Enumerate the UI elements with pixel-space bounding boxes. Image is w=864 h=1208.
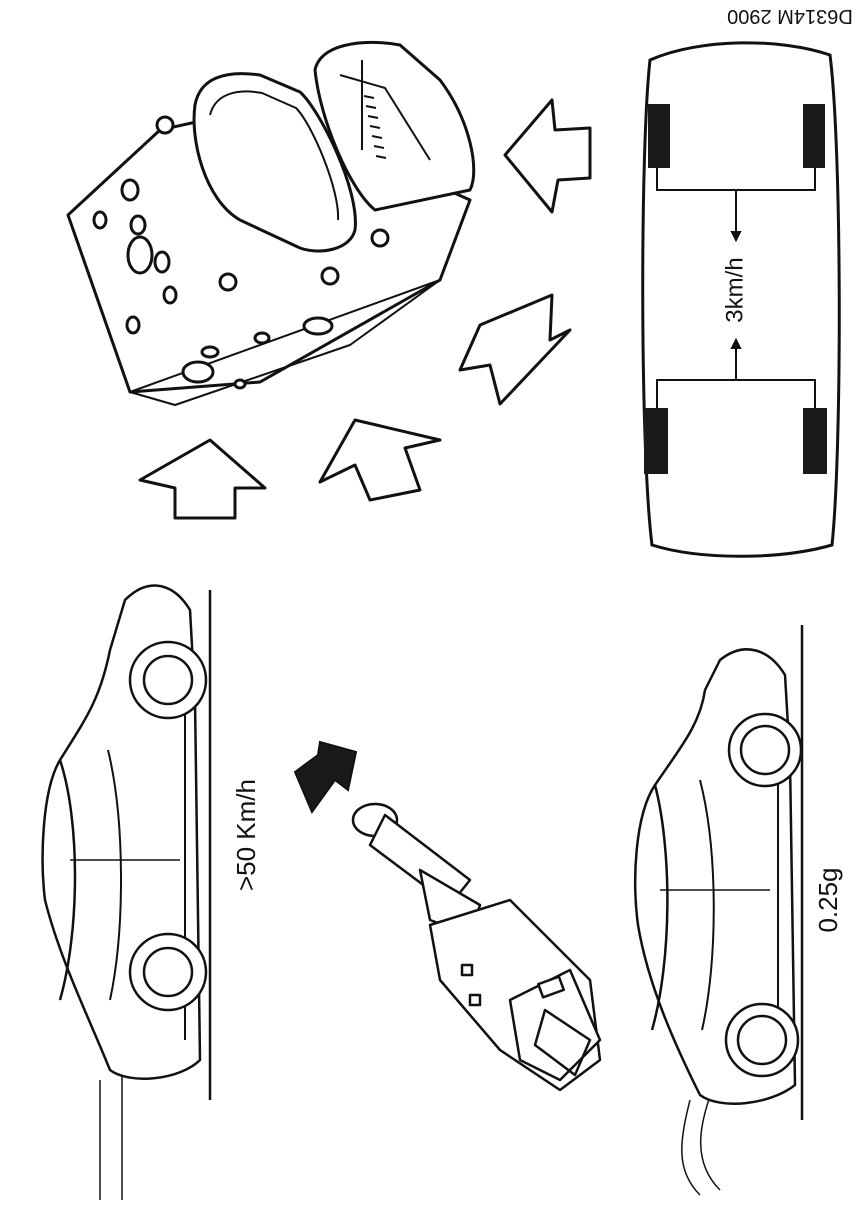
deceleration-label: 0.25g — [813, 867, 843, 932]
outline-arrow-icon — [138, 98, 592, 520]
brake-light-switch — [351, 802, 602, 1092]
car-side-decel — [634, 625, 804, 1196]
wheel-rear-right — [803, 408, 827, 474]
car-plan-view: 3km/h — [641, 41, 841, 558]
abs-unit — [66, 40, 476, 406]
wheel-front-right — [803, 104, 825, 168]
figure-code: D6314M 2900 — [727, 5, 853, 27]
wheel-front-left — [648, 104, 670, 168]
solid-arrow-icon — [293, 740, 358, 815]
speed-difference-label: 3km/h — [721, 257, 748, 322]
wheel-rear-left — [644, 408, 668, 474]
car-side-speed — [41, 584, 212, 1200]
speed-threshold-label: >50 Km/h — [231, 779, 261, 891]
